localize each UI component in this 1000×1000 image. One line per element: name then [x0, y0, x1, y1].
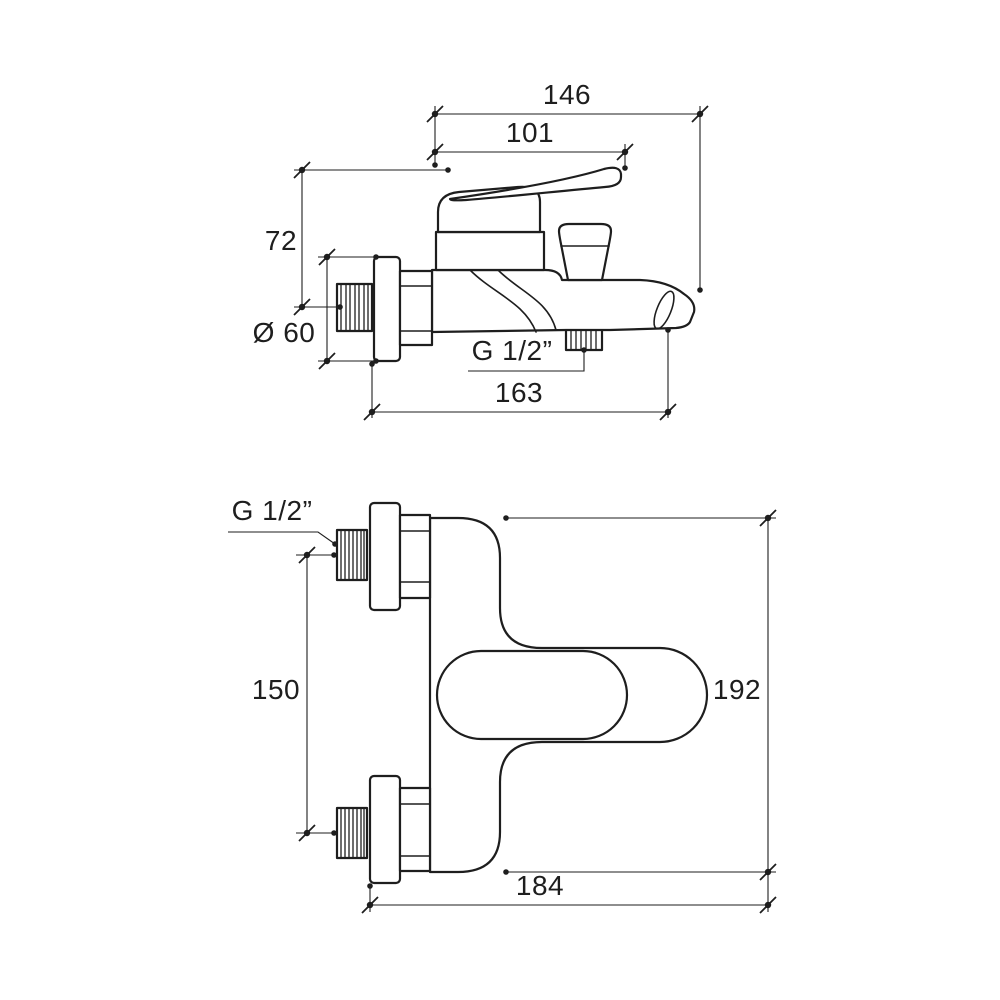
inlet-nipple-bottom: [335, 806, 369, 860]
side-view: 146 101 72 Ø 60: [253, 79, 709, 421]
dimension-dia-60: Ø 60: [253, 248, 379, 370]
dimension-g12-side: G 1/2”: [468, 335, 587, 372]
dim-label-inlet-spacing: 150: [252, 674, 300, 705]
nut-body-top: [398, 513, 432, 600]
wall-connection-side: [335, 255, 434, 363]
mixer-body-front-outline: [428, 516, 709, 874]
dimension-146: 146: [426, 79, 709, 293]
nipple-body-bottom: [335, 806, 369, 860]
dim-label-handle-length: 101: [506, 117, 554, 148]
wall-flange-side: [372, 255, 402, 363]
nut-body: [398, 269, 434, 347]
dim-label-overall-height: 192: [713, 674, 761, 705]
wall-connection-top: [335, 501, 432, 612]
dim-label-overall-length: 146: [543, 79, 591, 110]
mixer-body-side-outline: [430, 268, 696, 334]
dimension-101: 101: [426, 117, 634, 171]
wall-flange-top: [368, 501, 402, 612]
diverter-outline: [557, 222, 613, 282]
dimension-163: 163: [363, 327, 677, 421]
cartridge-collar: [434, 230, 546, 272]
dimension-192: 192: [503, 509, 777, 881]
nipple-thread-hatch-top: [340, 530, 365, 580]
dim-label-total-depth: 163: [495, 377, 543, 408]
dimension-72: 72: [265, 161, 451, 316]
dim-label-height-above-inlet: 72: [265, 225, 297, 256]
handle-front-outline: [435, 649, 629, 741]
body-seam-curve-1: [469, 269, 537, 333]
dimension-184: 184: [361, 870, 777, 914]
nipple-thread-hatch-bottom: [340, 808, 365, 858]
inlet-nipple-top: [335, 528, 369, 582]
aerator-face: [653, 290, 675, 330]
handle-lever: [448, 166, 623, 202]
dim-label-outlet-thread: G 1/2”: [472, 335, 553, 366]
dim-label-inlet-thread: G 1/2”: [232, 495, 313, 526]
hex-nut-side: [398, 269, 434, 347]
hex-nut-top: [398, 513, 432, 600]
dim-label-overall-width: 184: [516, 870, 564, 901]
diverter-knob: [557, 222, 613, 282]
dimension-g12-front: G 1/2”: [228, 495, 338, 547]
body-seam-curve-2: [497, 269, 557, 331]
wall-connection-bottom: [335, 774, 432, 885]
nipple-body-top: [335, 528, 369, 582]
dimension-150: 150: [252, 546, 337, 842]
wall-flange-bottom: [368, 774, 402, 885]
nut-body-bottom: [398, 786, 432, 873]
front-view: G 1/2” 150 192: [228, 495, 777, 914]
dim-label-flange-diameter: Ø 60: [253, 317, 316, 348]
hex-nut-bottom: [398, 786, 432, 873]
